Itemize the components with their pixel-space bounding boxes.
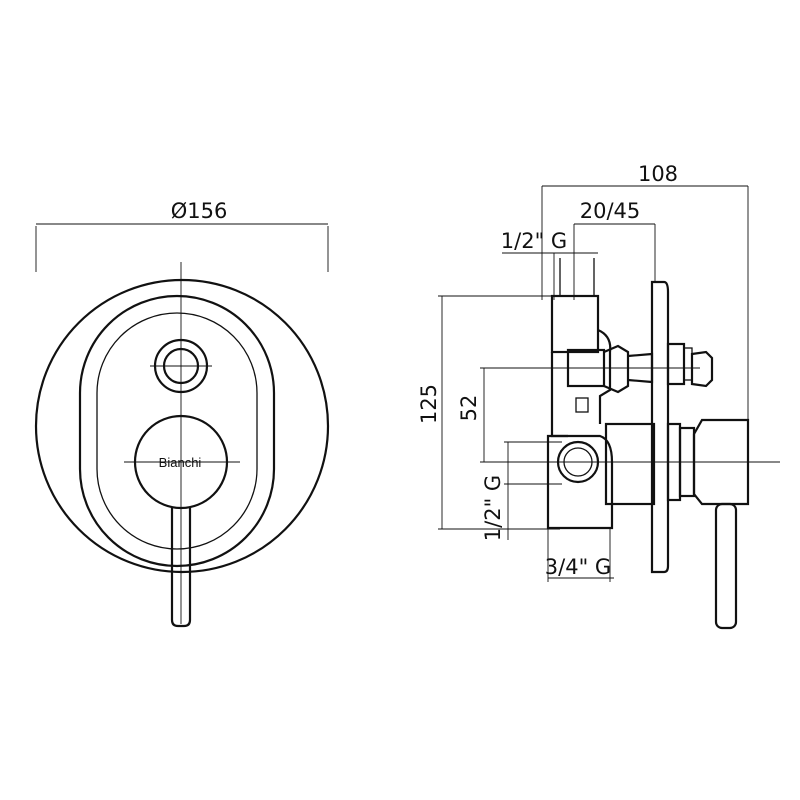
- oval-bezel-inner: [96, 312, 258, 550]
- lever-handle: [170, 508, 192, 628]
- lever-handle-side: [714, 502, 738, 630]
- diverter-knob-outer: [153, 338, 209, 394]
- front-view: Ø156 Bianchi: [34, 199, 330, 628]
- side-inlet-label: 1/2" G: [481, 475, 505, 541]
- wall-plate-side: [650, 280, 670, 574]
- depth-range-label: 20/45: [580, 199, 641, 223]
- depth-range-dimension: 20/45: [573, 199, 656, 300]
- bottom-outlet-label: 3/4" G: [545, 555, 611, 579]
- body-upper: [597, 328, 612, 424]
- top-inlet-label: 1/2" G: [501, 229, 567, 253]
- diverter-nut: [603, 344, 630, 394]
- side-inlet-inner: [563, 447, 593, 477]
- oval-bezel-outer: [78, 294, 276, 568]
- height-offset-dimension: 52: [457, 367, 780, 463]
- height-total-label: 125: [417, 384, 441, 424]
- diverter-knob-inner: [162, 347, 200, 385]
- main-cartridge-housing: [604, 422, 656, 506]
- valve-body: [546, 258, 656, 530]
- body-left: [550, 352, 568, 438]
- bottom-outlet-dimension: 3/4" G: [545, 528, 614, 582]
- side-inlet-dimension: 1/2" G: [481, 441, 562, 541]
- diverter-spindle: [666, 342, 714, 388]
- side-view: 108 20/45 1/2" G 125 52: [417, 162, 780, 630]
- lower-body: [546, 434, 614, 530]
- brand-label: Bianchi: [159, 455, 202, 470]
- lever-side: [666, 418, 750, 630]
- top-inlet-pipe: [550, 294, 600, 354]
- height-offset-label: 52: [457, 395, 481, 422]
- diameter-dimension: Ø156: [35, 199, 329, 272]
- height-total-dimension: 125: [417, 295, 562, 530]
- cover-plate: [34, 278, 330, 574]
- depth-total-label: 108: [638, 162, 678, 186]
- lever-hub-side: [692, 418, 750, 506]
- top-inlet-dimension: 1/2" G: [501, 229, 598, 300]
- depth-total-dimension: 108: [541, 162, 749, 420]
- side-inlet-outer: [556, 440, 600, 484]
- cartridge-housing: [566, 348, 606, 388]
- diameter-label: Ø156: [171, 199, 228, 223]
- body-tab: [575, 397, 589, 413]
- lever-hub: [133, 414, 229, 510]
